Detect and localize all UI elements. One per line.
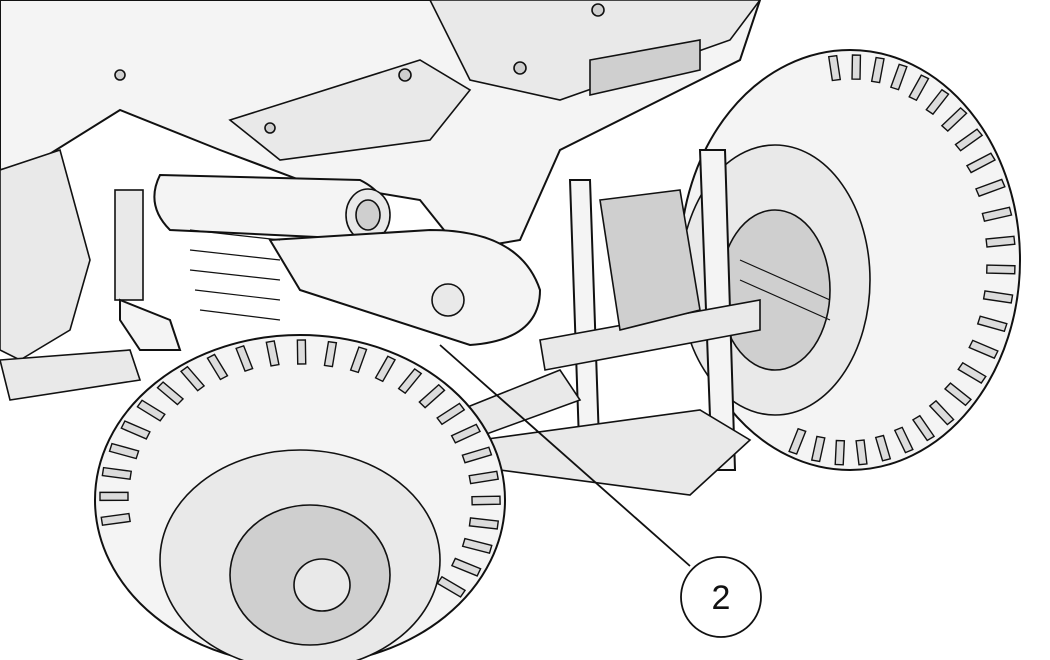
callout-number: 2 bbox=[712, 579, 731, 617]
rear-body-fender bbox=[0, 0, 762, 361]
tire-tread-lug bbox=[100, 512, 131, 527]
tire-tread-lug bbox=[925, 88, 950, 116]
tire-tread-lug bbox=[296, 339, 307, 365]
tire-tread-lug bbox=[870, 56, 885, 84]
tire-tread-lug bbox=[265, 340, 280, 367]
tire-tread-lug bbox=[889, 63, 908, 91]
tire-tread-lug bbox=[940, 106, 968, 133]
tire-tread-lug bbox=[136, 399, 166, 422]
tire-tread-lug bbox=[450, 423, 482, 444]
tire-tread-lug bbox=[810, 435, 826, 463]
tire-tread-lug bbox=[965, 152, 996, 174]
tire-tread-lug bbox=[418, 383, 446, 409]
tire-tread-lug bbox=[461, 537, 493, 554]
callout-leader-line bbox=[439, 344, 691, 567]
tire-tread-lug bbox=[855, 439, 868, 466]
tire-tread-lug bbox=[468, 517, 500, 530]
tire-tread-lug bbox=[943, 382, 972, 407]
tire-tread-lug bbox=[968, 339, 999, 360]
tire-tread-lug bbox=[349, 346, 368, 374]
tire-tread-lug bbox=[179, 365, 206, 392]
tire-tread-lug bbox=[436, 402, 466, 426]
tire-tread-lug bbox=[436, 575, 467, 598]
tire-tread-lug bbox=[374, 355, 397, 383]
tire-tread-lug bbox=[471, 495, 501, 506]
tire-tread-lug bbox=[954, 128, 984, 152]
tire-tread-lug bbox=[235, 344, 254, 373]
tire-tread-lug bbox=[908, 74, 930, 102]
tire-tread-lug bbox=[911, 414, 936, 442]
tire-tread-lug bbox=[957, 361, 987, 384]
tire-tread-lug bbox=[986, 264, 1016, 275]
tire-tread-lug bbox=[99, 491, 129, 502]
tire-tread-lug bbox=[101, 466, 133, 480]
tire-tread-lug bbox=[985, 235, 1016, 248]
tire-tread-lug bbox=[461, 446, 493, 464]
tire-tread-lug bbox=[206, 353, 229, 381]
exhaust-muffler bbox=[153, 173, 542, 347]
tire-tread-lug bbox=[834, 439, 846, 466]
tire-tread-lug bbox=[981, 206, 1013, 223]
tire-tread-lug bbox=[874, 434, 892, 462]
tire-tread-lug bbox=[851, 54, 862, 80]
rear-frame bbox=[459, 149, 831, 496]
suspension bbox=[0, 189, 281, 401]
tire-tread-lug bbox=[976, 315, 1008, 333]
tire-tread-lug bbox=[468, 470, 500, 485]
tire-tread-lug bbox=[827, 54, 842, 82]
tire-tread-lug bbox=[120, 420, 151, 440]
tire-tread-lug bbox=[397, 367, 423, 395]
tire-tread-lug bbox=[975, 178, 1006, 198]
tire-tread-lug bbox=[928, 399, 955, 426]
tire-tread-lug bbox=[450, 557, 482, 577]
tire-tread-lug bbox=[108, 442, 140, 460]
callout-bubble bbox=[680, 556, 762, 638]
tire-tread-lug bbox=[982, 290, 1014, 304]
callout-2: 2 bbox=[439, 344, 762, 638]
tire-tread-lug bbox=[323, 340, 338, 368]
tire-tread-lug bbox=[893, 426, 914, 454]
tire-tread-lug bbox=[156, 381, 185, 406]
tire-tread-lug bbox=[788, 427, 807, 455]
rear-left-tire bbox=[94, 334, 506, 660]
